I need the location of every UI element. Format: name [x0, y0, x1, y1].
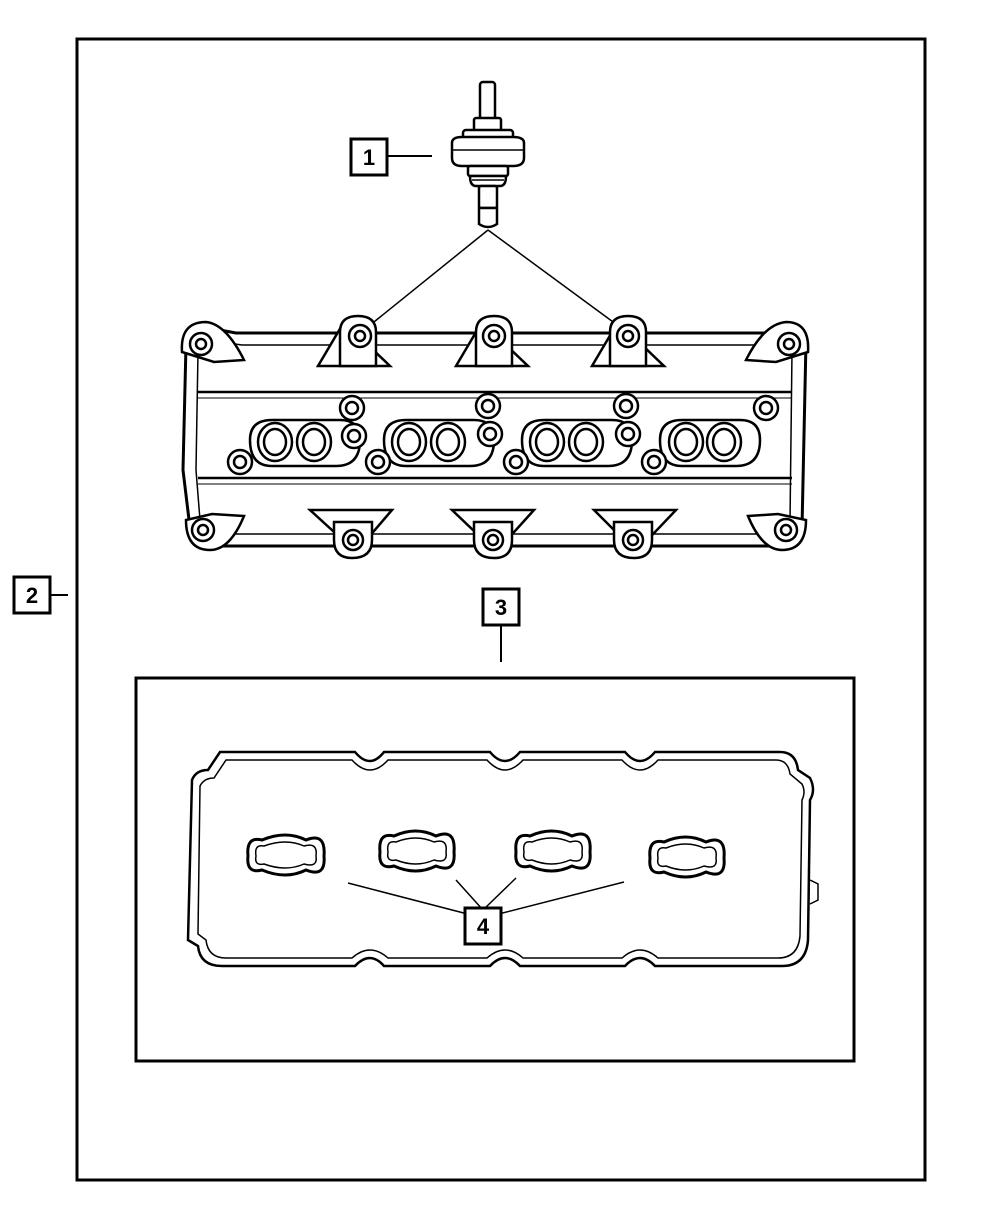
corner-mount-tr — [744, 320, 810, 364]
callout-2[interactable]: 2 — [12, 575, 68, 615]
bottom-boss-1 — [306, 508, 395, 560]
pcv-leader-lines — [363, 229, 625, 331]
spark-plug-tube-seal-icon[interactable] — [246, 829, 726, 879]
corner-mount-tl — [180, 320, 246, 364]
corner-mount-bl — [184, 512, 246, 552]
tube-seal-2 — [378, 829, 456, 873]
tube-seal-1 — [246, 833, 326, 877]
valve-cover-gasket-icon[interactable] — [186, 750, 819, 968]
bottom-boss-2 — [448, 508, 537, 560]
tube-seal-3 — [514, 829, 592, 873]
top-boss-1 — [315, 314, 394, 368]
top-boss-2 — [453, 314, 532, 368]
callout-4-leaders — [347, 877, 625, 919]
plug-tube-cluster-3 — [502, 392, 642, 476]
callout-4-box — [463, 906, 503, 946]
plug-tube-cluster-4 — [640, 394, 780, 476]
callout-4[interactable]: 4 — [347, 877, 625, 946]
callout-2-label: 2 — [26, 583, 38, 608]
bottom-boss-3 — [590, 508, 679, 560]
pcv-valve-icon[interactable] — [450, 80, 526, 229]
plug-tube-cluster-2 — [364, 392, 504, 476]
gasket-kit-frame — [134, 676, 856, 1063]
callout-3[interactable]: 3 — [481, 587, 521, 662]
plug-tube-cluster-1 — [226, 394, 368, 476]
callout-3-box — [481, 587, 521, 627]
valve-cover-icon[interactable] — [180, 314, 810, 560]
callout-3-label: 3 — [495, 595, 507, 620]
callout-1[interactable]: 1 — [349, 137, 432, 177]
callout-1-box — [349, 137, 389, 177]
callout-1-label: 1 — [363, 145, 375, 170]
assembly-frame — [75, 37, 927, 1182]
tube-seal-4 — [648, 835, 726, 879]
top-boss-3 — [589, 314, 668, 368]
callout-4-label: 4 — [477, 914, 490, 939]
corner-mount-br — [746, 512, 808, 552]
